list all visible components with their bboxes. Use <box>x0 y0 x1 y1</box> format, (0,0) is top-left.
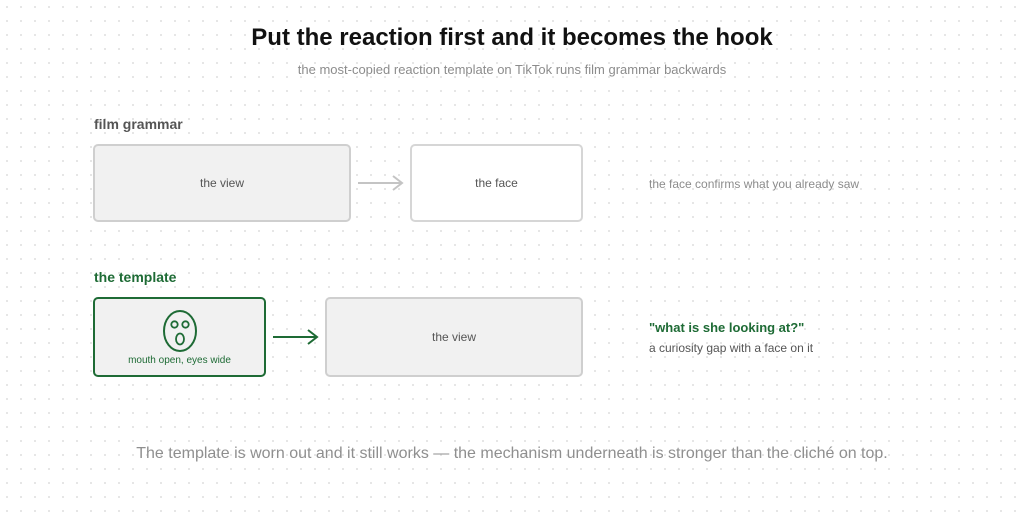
surprised-face-icon <box>162 309 197 352</box>
film-grammar-view-box: the view <box>93 144 351 222</box>
footer-caption: The template is worn out and it still wo… <box>136 445 888 462</box>
film-grammar-note: the face confirms what you already saw <box>649 177 860 191</box>
template-label: the template <box>94 269 177 285</box>
template-note-sub: a curiosity gap with a face on it <box>649 341 814 355</box>
film-grammar-view-text: the view <box>199 176 245 190</box>
film-grammar-arrow <box>358 175 404 191</box>
film-grammar-face-text: the face <box>475 176 518 190</box>
template-note-quote: "what is she looking at?" <box>649 320 805 335</box>
page-subtitle: the most-copied reaction template on Tik… <box>297 62 727 77</box>
template-view-box: the view <box>325 297 583 377</box>
template-face-caption: mouth open, eyes wide <box>128 354 231 366</box>
page-title: Put the reaction first and it becomes th… <box>251 24 773 51</box>
template-view-text: the view <box>431 330 477 344</box>
film-grammar-face-box: the face <box>410 144 583 222</box>
template-face-box: mouth open, eyes wide <box>93 297 266 377</box>
template-arrow <box>273 329 319 345</box>
film-grammar-label: film grammar <box>94 116 183 132</box>
